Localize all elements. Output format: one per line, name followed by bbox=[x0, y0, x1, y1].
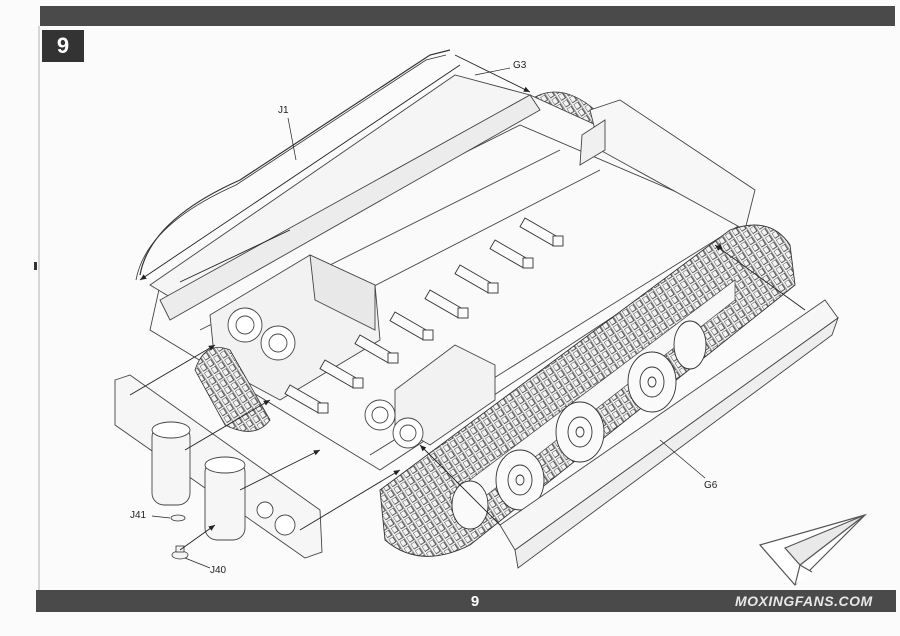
part-label-j1: J1 bbox=[278, 105, 289, 116]
road-wheels bbox=[451, 320, 707, 530]
label-leaders bbox=[151, 67, 706, 569]
rear-plate-assembly bbox=[114, 374, 323, 559]
brand-watermark: MOXINGFANS.COM bbox=[735, 593, 873, 609]
small-parts bbox=[170, 514, 189, 560]
suspension-axles bbox=[284, 217, 564, 414]
step-number-box: 9 bbox=[42, 30, 84, 62]
assembly-arrows bbox=[129, 54, 806, 551]
header-bar bbox=[40, 6, 895, 26]
part-label-j41: J41 bbox=[130, 510, 147, 521]
page-number: 9 bbox=[470, 592, 480, 610]
side-plate-g6 bbox=[499, 299, 839, 569]
binding-edge bbox=[38, 26, 40, 591]
part-label-g6: G6 bbox=[704, 480, 718, 491]
part-label-g3: G3 bbox=[513, 60, 527, 71]
engine-bays bbox=[209, 254, 496, 449]
paper-plane-logo bbox=[758, 513, 868, 586]
part-label-j40: J40 bbox=[210, 565, 227, 576]
side-plate-g3 bbox=[135, 49, 541, 321]
step-number: 9 bbox=[56, 33, 70, 58]
margin-mark bbox=[34, 262, 37, 270]
footer-bar bbox=[36, 590, 896, 612]
rear-track bbox=[194, 347, 271, 432]
